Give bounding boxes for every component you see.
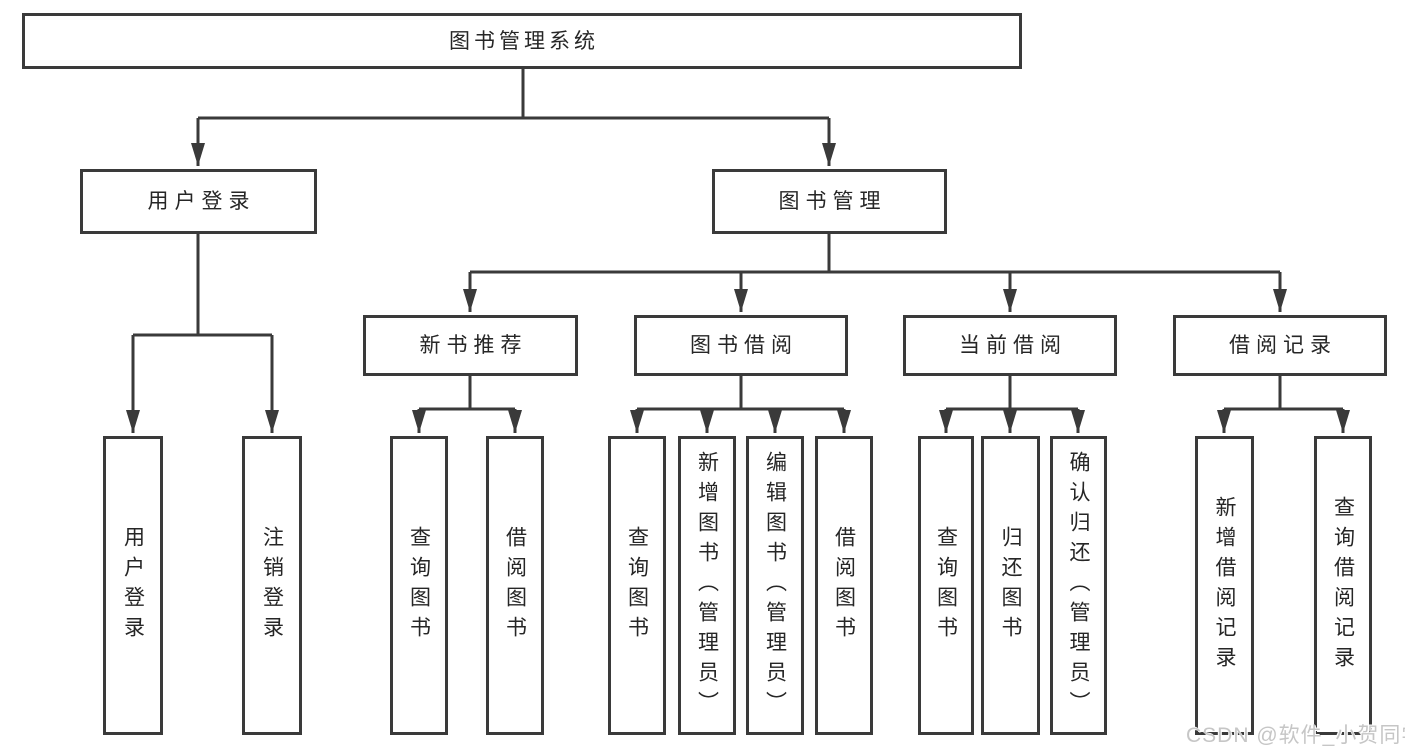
node-add-books-admin-label: 新增图书（管理员） [695,450,719,721]
node-query-books-recommend: 查询图书 [390,436,448,735]
node-user-login-leaf-label: 用户登录 [121,525,145,646]
csdn-watermark: CSDN @软件_小贺同学 [1186,724,1405,747]
node-book-borrowing-label: 图书借阅 [690,334,798,357]
node-query-books-recommend-label: 查询图书 [407,525,431,646]
node-logout: 注销登录 [242,436,302,735]
node-current-borrowing: 当前借阅 [903,315,1117,376]
node-current-borrowing-label: 当前借阅 [959,334,1067,357]
node-book-borrowing: 图书借阅 [634,315,848,376]
node-borrow-books-borrowing-label: 借阅图书 [832,525,856,646]
node-query-books-borrowing-label: 查询图书 [625,525,649,646]
node-borrowing-records-label: 借阅记录 [1229,334,1337,357]
node-user-login: 用户登录 [80,169,317,234]
node-confirm-return-admin: 确认归还（管理员） [1050,436,1107,735]
node-borrow-books-recommend: 借阅图书 [486,436,544,735]
node-return-books-label: 归还图书 [999,525,1022,646]
node-user-login-label: 用户登录 [147,190,256,213]
node-user-login-leaf: 用户登录 [103,436,163,735]
node-book-management-label: 图书管理 [778,190,887,213]
node-query-borrow-record-label: 查询借阅记录 [1331,495,1355,676]
node-query-books-current-label: 查询图书 [934,525,958,646]
node-borrowing-records: 借阅记录 [1173,315,1387,376]
node-new-book-recommend: 新书推荐 [363,315,578,376]
node-confirm-return-admin-label: 确认归还（管理员） [1067,450,1090,721]
node-edit-books-admin-label: 编辑图书（管理员） [763,450,787,721]
node-root-label: 图书管理系统 [449,29,599,53]
node-add-borrow-record: 新增借阅记录 [1195,436,1254,735]
node-book-management: 图书管理 [712,169,947,234]
node-logout-label: 注销登录 [260,525,284,646]
node-edit-books-admin: 编辑图书（管理员） [746,436,804,735]
node-borrow-books-recommend-label: 借阅图书 [503,525,527,646]
node-add-books-admin: 新增图书（管理员） [678,436,736,735]
node-query-books-borrowing: 查询图书 [608,436,666,735]
node-query-borrow-record: 查询借阅记录 [1314,436,1372,735]
node-add-borrow-record-label: 新增借阅记录 [1213,495,1236,676]
node-return-books: 归还图书 [981,436,1040,735]
node-query-books-current: 查询图书 [918,436,974,735]
node-borrow-books-borrowing: 借阅图书 [815,436,873,735]
node-new-book-recommend-label: 新书推荐 [419,334,528,357]
node-root: 图书管理系统 [22,13,1022,69]
